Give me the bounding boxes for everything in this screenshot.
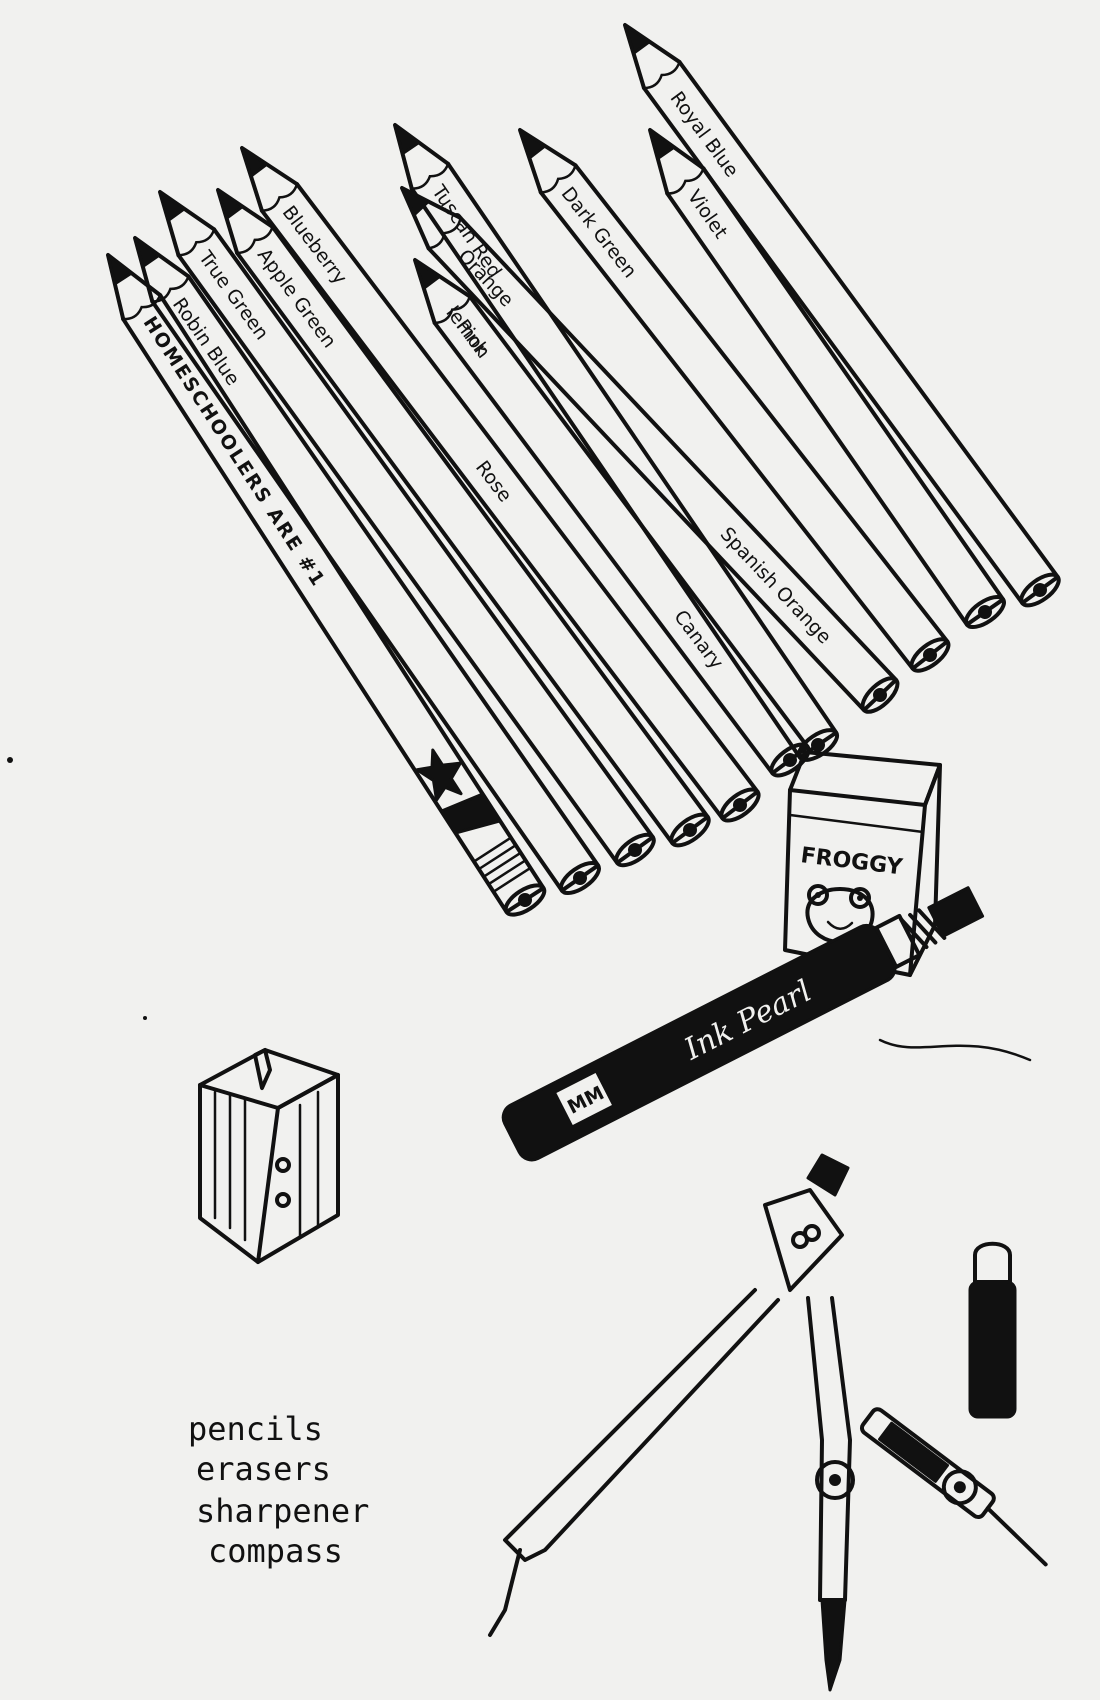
pencil-ring (477, 843, 518, 871)
sharpener-icon (198, 1048, 340, 1264)
pencil-end (909, 637, 951, 673)
pencil-cone (518, 128, 578, 195)
pencil-lead (648, 128, 676, 161)
compass-attachment-icon (859, 1407, 1048, 1567)
ink-dot (7, 757, 13, 763)
pencil-lead (133, 236, 161, 269)
pencil-label: HOMESCHOOLERS ARE #1 (139, 313, 330, 592)
pencil-end-lead (517, 893, 532, 908)
pencil-end (860, 676, 900, 714)
pencil-collar (177, 228, 216, 257)
pencil-end (769, 742, 811, 778)
pencil-10: Violet (648, 128, 1006, 630)
pencil-end-lead (978, 605, 993, 620)
pencil-end-lead (733, 797, 748, 812)
pencil-lead (240, 146, 269, 178)
ink-dot (143, 1016, 147, 1020)
pencil-ring (472, 836, 513, 863)
frog-face-icon (805, 884, 875, 945)
pencil-cone (216, 188, 275, 255)
pencil-lead (158, 190, 186, 222)
star-icon (415, 748, 463, 802)
pencil-end (503, 883, 547, 917)
pencil-end (669, 812, 711, 848)
pencil-ring (482, 851, 522, 878)
pencil-ring (487, 859, 527, 886)
glue-stick-icon (968, 1241, 1017, 1419)
pencil-lead (400, 186, 430, 217)
pencil-3: True Green (158, 190, 656, 868)
pencil-collar (151, 275, 190, 303)
pencil-collar (666, 167, 705, 195)
pencil-lead (623, 23, 651, 55)
pencil-end-lead (627, 843, 642, 858)
pencil-11: Royal Blue (623, 23, 1061, 608)
pencil-end (614, 832, 656, 868)
eraser-pen-icon: MM Ink Pearl (501, 886, 1032, 1162)
pencil-stripe (439, 792, 502, 835)
pencil-collar (427, 216, 462, 250)
pencil-cone (158, 190, 217, 258)
pencil-end-lead (1033, 583, 1048, 598)
pencil-collar (260, 182, 299, 212)
pencil-collar (235, 225, 274, 255)
pencil-lead (518, 128, 547, 160)
handwritten-notes: pencils erasers sharpener compass (188, 1410, 369, 1570)
pencil-lead (413, 258, 442, 290)
pencil-ring (492, 866, 532, 894)
pencil-collar (433, 295, 472, 325)
pencil-end (1019, 572, 1061, 608)
pencil-end (964, 594, 1006, 630)
pencil-end-lead (683, 823, 698, 838)
pencil-end-lead (572, 871, 587, 886)
note-sharpener: sharpener (196, 1492, 369, 1530)
note-compass: compass (208, 1532, 343, 1570)
pencil-end-lead (810, 738, 825, 753)
pencil-lead (393, 123, 421, 156)
pencil-cone (240, 146, 299, 213)
eraser-box-label: FROGGY (799, 843, 905, 880)
pencil-end (559, 860, 601, 896)
pencil-lead (216, 188, 245, 220)
note-erasers: erasers (196, 1450, 331, 1488)
note-pencils: pencils (188, 1410, 323, 1448)
pencil-cone (623, 23, 682, 90)
pencil-collar (539, 164, 577, 194)
eraser-pen-spring (874, 886, 985, 969)
pencil-end-lead (782, 753, 797, 768)
pencil-collar (410, 162, 450, 190)
pencil-collar (642, 60, 681, 90)
pencil-cone (393, 123, 451, 191)
pencil-lead (106, 253, 133, 286)
pencil-end-lead (923, 648, 938, 663)
compass-icon (488, 1153, 855, 1692)
pencil-end-lead (873, 688, 888, 703)
pencil-end (719, 787, 761, 823)
